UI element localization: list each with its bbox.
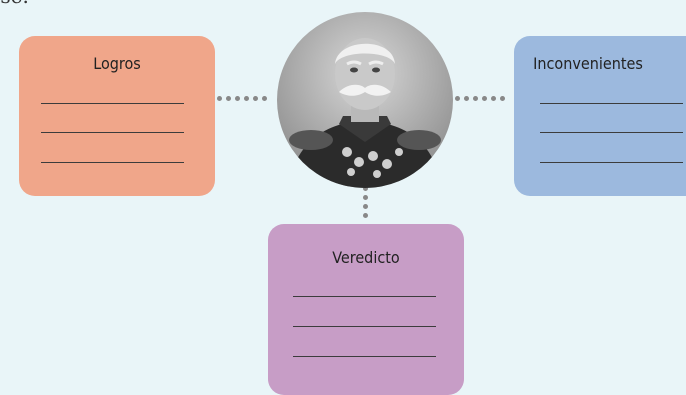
logros-box: Logros [19, 36, 215, 196]
answer-line[interactable] [540, 132, 683, 133]
connector-left [217, 96, 267, 101]
connector-bottom [363, 186, 368, 218]
answer-line[interactable] [41, 103, 184, 104]
answer-line[interactable] [540, 162, 683, 163]
answer-line[interactable] [293, 296, 436, 297]
portrait-photo-icon [277, 12, 453, 188]
inconvenientes-title: Inconvenientes [533, 54, 643, 73]
answer-line[interactable] [41, 132, 184, 133]
inconvenientes-box: Inconvenientes [514, 36, 686, 196]
answer-line[interactable] [293, 326, 436, 327]
connector-right [455, 96, 505, 101]
portrait-image [277, 12, 453, 188]
veredicto-title: Veredicto [332, 248, 400, 267]
cropped-instruction-text: ıse. [0, 0, 29, 8]
answer-line[interactable] [540, 103, 683, 104]
answer-line[interactable] [293, 356, 436, 357]
answer-line[interactable] [41, 162, 184, 163]
veredicto-box: Veredicto [268, 224, 464, 395]
logros-title: Logros [93, 54, 141, 73]
